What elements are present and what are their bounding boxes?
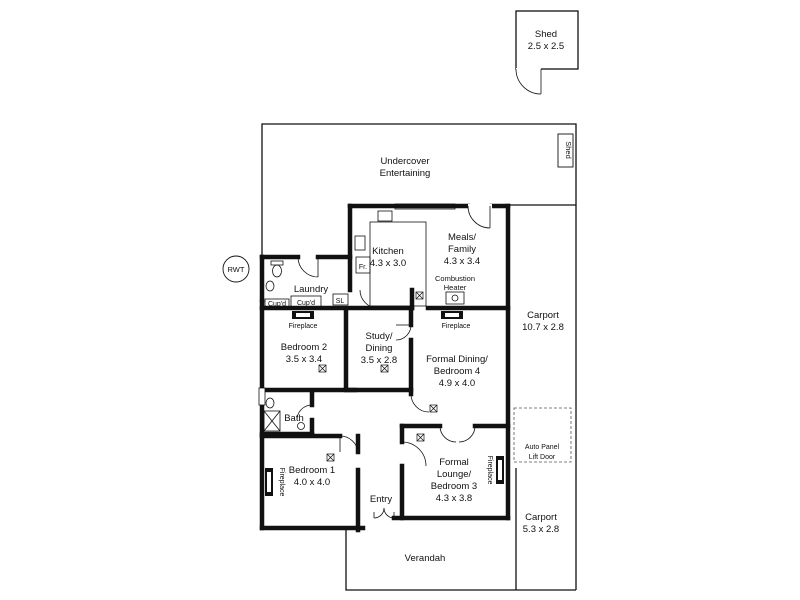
formal-dining-line1: Formal Dining/ (426, 354, 488, 365)
meals-size: 4.3 x 3.4 (444, 256, 480, 267)
formal-dining-size: 4.9 x 4.0 (439, 378, 475, 389)
study-line1: Study/ (366, 331, 393, 342)
study-size: 3.5 x 2.8 (361, 355, 397, 366)
kitchen-size: 4.3 x 3.0 (370, 258, 406, 269)
laundry-name: Laundry (294, 284, 329, 295)
auto-panel-lift-door (513, 407, 572, 463)
fireplace-label-formal-lounge: Fireplace (486, 456, 493, 485)
fireplace-label-bedroom1: Fireplace (278, 468, 285, 497)
auto-panel-line1: Auto Panel (525, 444, 560, 451)
undercover-line2: Entertaining (380, 168, 431, 179)
sanitary-fittings (263, 260, 305, 432)
verandah-name: Verandah (405, 553, 446, 564)
outdoor-outlines (261, 123, 577, 591)
carport-main-name: Carport (527, 310, 559, 321)
bedroom2-name: Bedroom 2 (281, 342, 327, 353)
carport-main-size: 10.7 x 2.8 (522, 322, 564, 333)
bedroom2-size: 3.5 x 3.4 (286, 354, 322, 365)
room-labels: Shed 2.5 x 2.5 Shed Undercover Entertain… (228, 29, 573, 564)
carport-small-size: 5.3 x 2.8 (523, 524, 559, 535)
auto-panel-line2: Lift Door (529, 454, 556, 461)
combustion-line1: Combustion (435, 274, 475, 283)
bath-name: Bath (284, 413, 304, 424)
bedroom1-size: 4.0 x 4.0 (294, 477, 330, 488)
formal-lounge-size: 4.3 x 3.8 (436, 493, 472, 504)
rainwater-tank (222, 255, 250, 283)
fireplace-icons (265, 311, 504, 496)
fridge-label: Fr. (359, 264, 367, 271)
undercover-line1: Undercover (380, 156, 429, 167)
bedroom1-name: Bedroom 1 (289, 465, 335, 476)
small-shed-label: Shed (564, 141, 573, 159)
windows (258, 203, 492, 406)
cupboards (264, 295, 322, 309)
sl-label: SL (336, 298, 345, 305)
formal-lounge-line2: Lounge/ (437, 469, 472, 480)
formal-lounge-line1: Formal (439, 457, 469, 468)
kitchen-fittings (332, 210, 427, 307)
combustion-heater-icon (445, 291, 465, 305)
shed-size: 2.5 x 2.5 (528, 41, 564, 52)
fireplace-label-bedroom2: Fireplace (289, 323, 318, 330)
entry-name: Entry (370, 494, 392, 505)
fireplace-label-formal-dining: Fireplace (442, 323, 471, 330)
formal-lounge-line3: Bedroom 3 (431, 481, 477, 492)
cupd-right-label: Cup'd (297, 300, 315, 307)
light-markers (318, 291, 438, 462)
meals-line1: Meals/ (448, 232, 476, 243)
meals-line2: Family (448, 244, 476, 255)
carport-small-name: Carport (525, 512, 557, 523)
rwt-label: RWT (228, 265, 245, 274)
shed-structure (515, 10, 579, 95)
shed-name: Shed (535, 29, 557, 40)
walls (259, 203, 511, 533)
formal-dining-line2: Bedroom 4 (434, 366, 480, 377)
kitchen-name: Kitchen (372, 246, 404, 257)
doors (296, 205, 491, 519)
study-line2: Dining (366, 343, 393, 354)
combustion-line2: Heater (444, 283, 467, 292)
cupd-left-label: Cup'd (268, 301, 286, 308)
